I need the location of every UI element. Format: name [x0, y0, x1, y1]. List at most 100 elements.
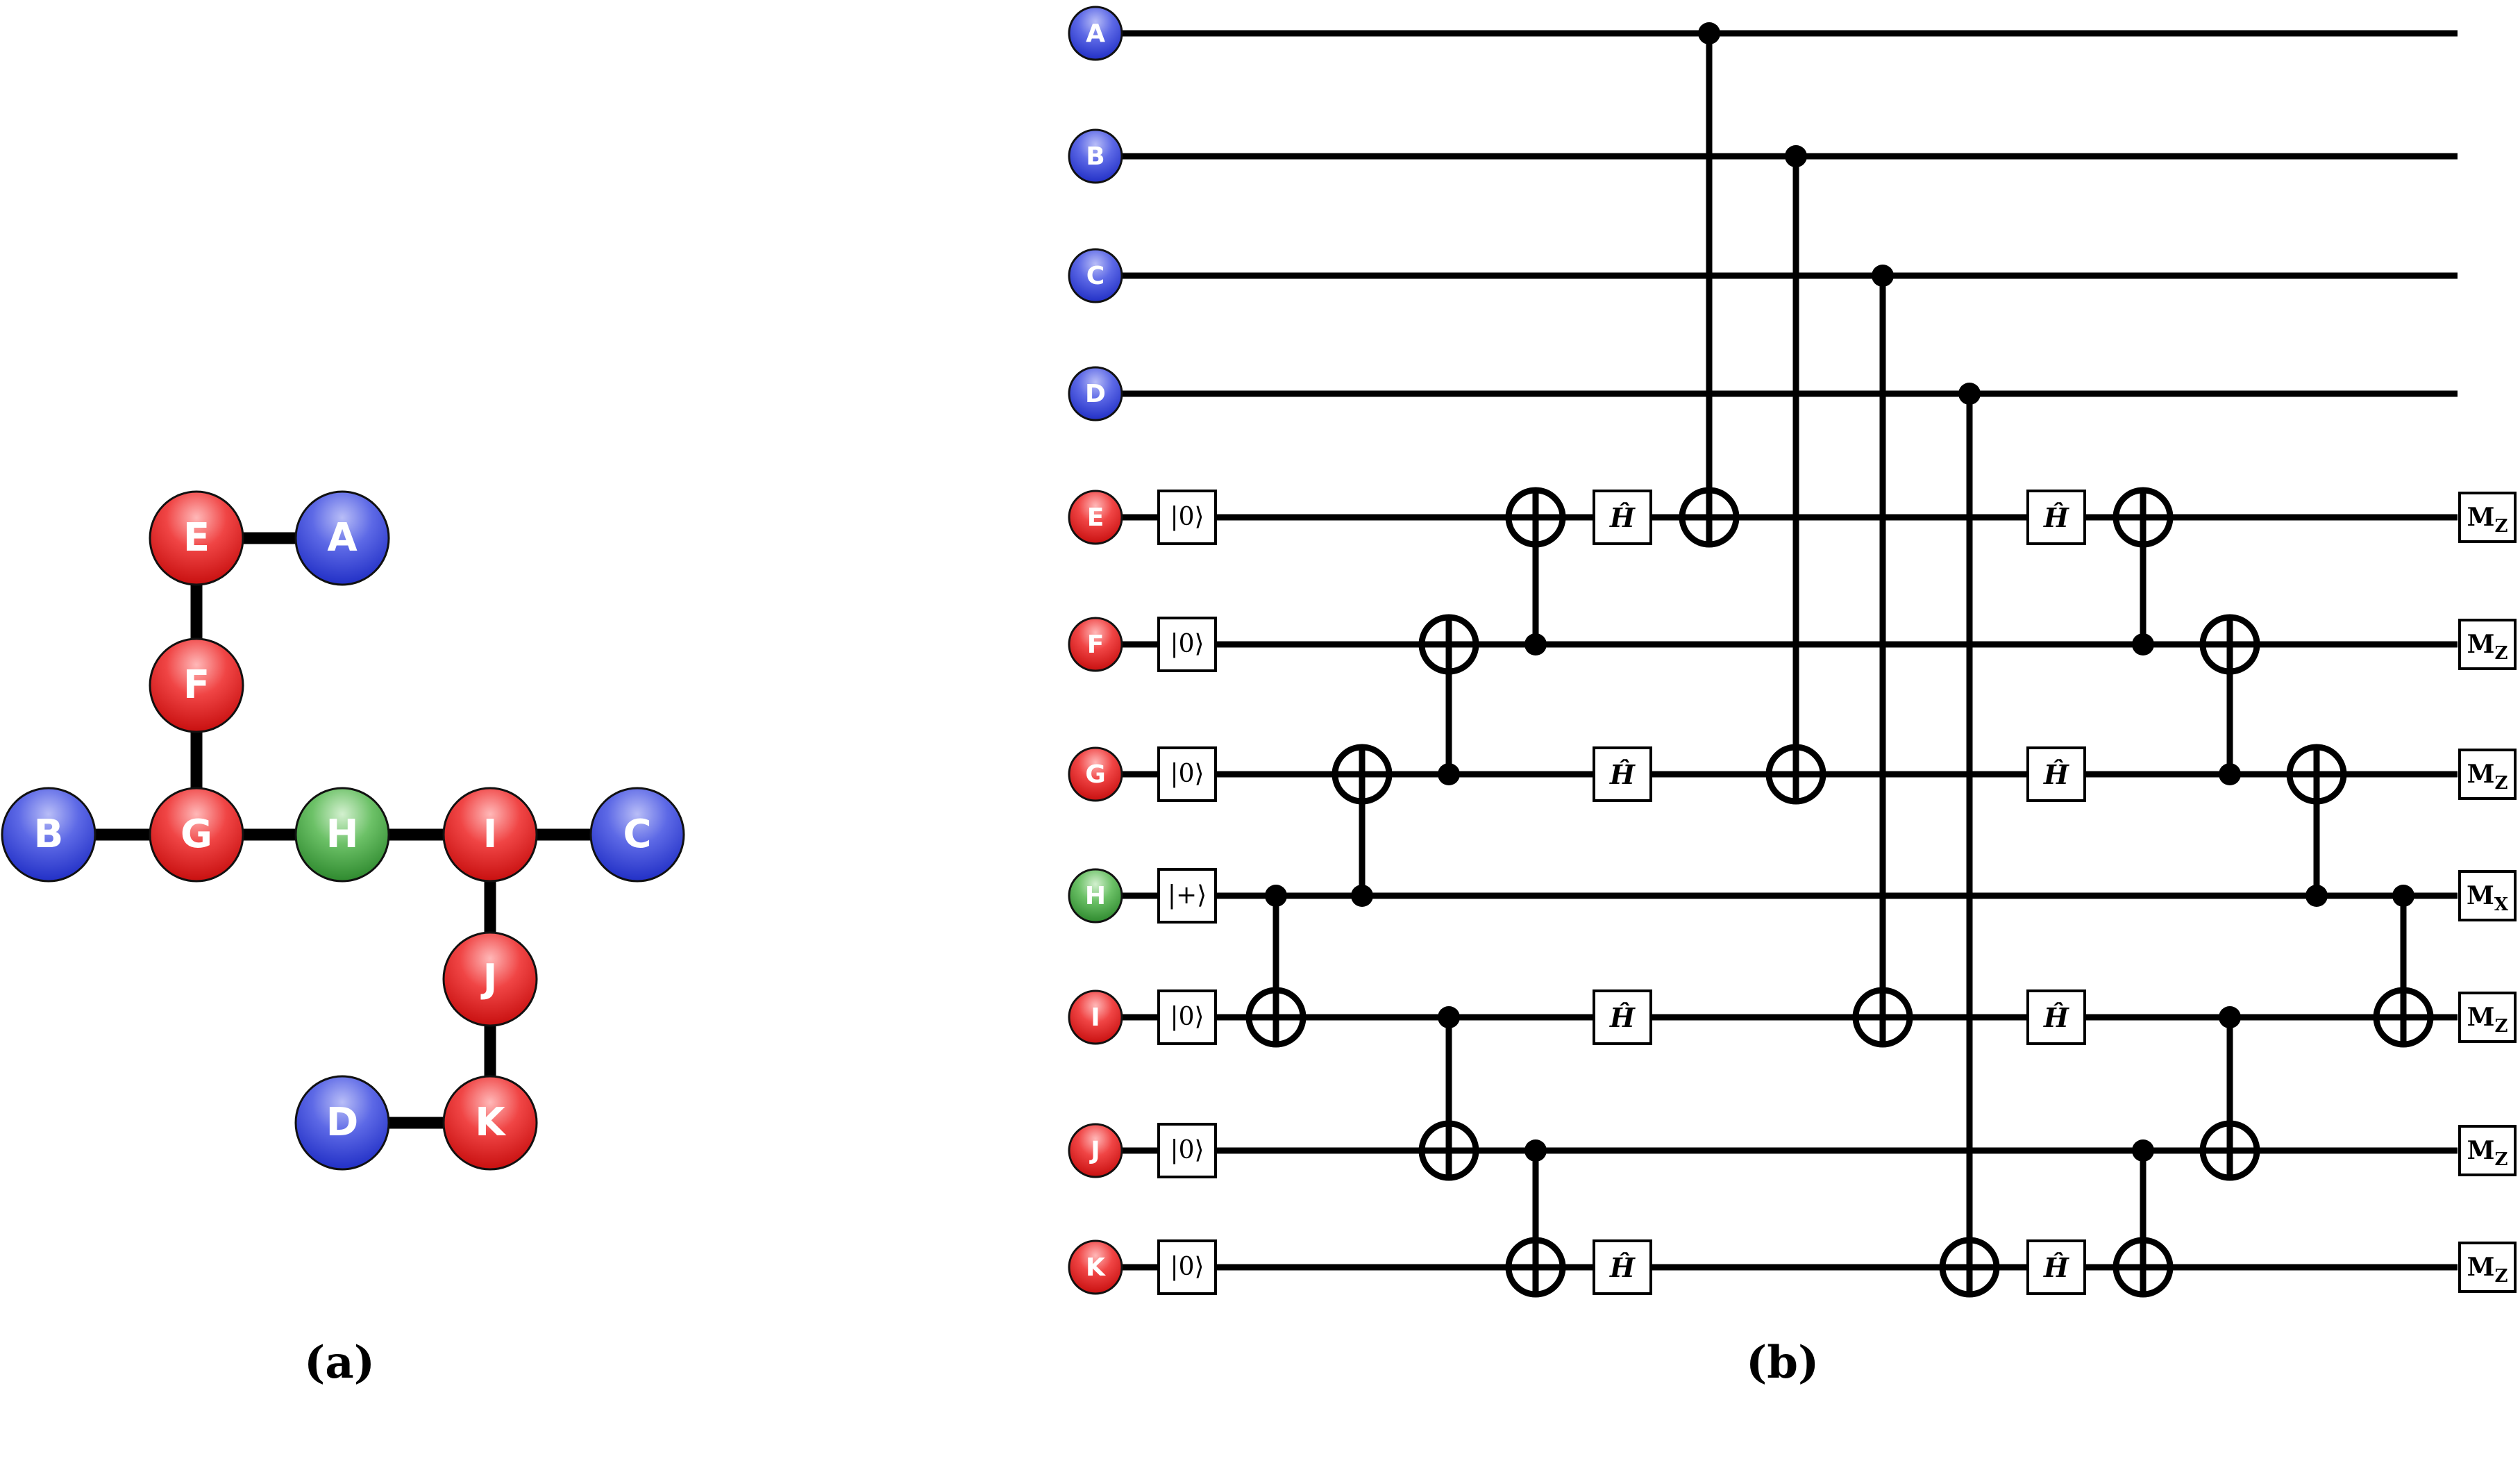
svg-text:MZ: MZ — [2467, 1003, 2508, 1037]
hadamard-gate-e: Ĥ — [2026, 490, 2086, 545]
wire-label-g: G — [1068, 746, 1123, 802]
graph-node-label: H — [326, 812, 359, 857]
wire-label-a: A — [1068, 6, 1123, 61]
graph-node-label: G — [180, 812, 212, 857]
graph-node-j: J — [442, 931, 538, 1027]
graph-node-label: D — [326, 1100, 358, 1145]
measure-k: MZ — [2458, 1242, 2517, 1293]
graph-node-label: J — [480, 956, 498, 1001]
svg-text:|0⟩: |0⟩ — [1170, 1003, 1204, 1031]
cnot-control-dot — [1698, 22, 1720, 44]
cnot-j-k — [1505, 1139, 1566, 1298]
svg-text:|0⟩: |0⟩ — [1170, 1136, 1204, 1164]
svg-text:MZ: MZ — [2467, 1253, 2508, 1287]
cnot-control-dot — [1524, 633, 1547, 655]
hadamard-gate-k: Ĥ — [2026, 1239, 2086, 1295]
svg-text:MZ: MZ — [2467, 760, 2508, 794]
svg-text:I: I — [1091, 1003, 1100, 1032]
measure-f: MZ — [2458, 619, 2517, 670]
hadamard-gate-g: Ĥ — [2026, 746, 2086, 802]
graph-node-a: A — [294, 490, 390, 586]
measure-g: MZ — [2458, 749, 2517, 800]
svg-text:E: E — [1087, 503, 1104, 532]
cnot-b-g — [1765, 145, 1826, 805]
svg-text:|0⟩: |0⟩ — [1170, 630, 1204, 658]
circuit-labels: A B C D E |0⟩ MZ F |0⟩ MZ G |0⟩ MZ H |+⟩ MX I |0⟩ MZ J |0⟩ MZ… — [1068, 6, 2517, 1295]
svg-text:Ĥ: Ĥ — [1609, 1002, 1636, 1033]
caption-a: (a) — [304, 1337, 376, 1389]
cnot-control-dot — [2305, 885, 2328, 907]
graph-node-i: I — [442, 787, 538, 883]
wire-label-j: J — [1068, 1123, 1123, 1178]
cnot-control-dot — [1351, 885, 1373, 907]
graph-node-h: H — [294, 787, 390, 883]
svg-text:MZ: MZ — [2467, 503, 2508, 537]
svg-text:Ĥ: Ĥ — [2043, 1252, 2069, 1283]
graph-node-e: E — [149, 490, 244, 586]
svg-text:MX: MX — [2467, 881, 2509, 915]
wire-label-f: F — [1068, 617, 1123, 672]
init-state-f: |0⟩ — [1157, 617, 1217, 672]
init-state-h: |+⟩ — [1157, 868, 1217, 924]
svg-text:Ĥ: Ĥ — [2043, 759, 2069, 790]
wire-label-i: I — [1068, 989, 1123, 1045]
wire-label-b: B — [1068, 128, 1123, 184]
svg-text:|0⟩: |0⟩ — [1170, 1253, 1204, 1281]
wire-label-h: H — [1068, 868, 1123, 924]
wire-label-e: E — [1068, 490, 1123, 545]
hadamard-gate-i: Ĥ — [1593, 989, 1652, 1045]
init-state-j: |0⟩ — [1157, 1123, 1217, 1178]
svg-text:D: D — [1085, 380, 1106, 408]
svg-text:Ĥ: Ĥ — [1609, 1252, 1636, 1283]
graph-node-d: D — [294, 1075, 390, 1171]
graph-node-c: C — [589, 787, 685, 883]
cnot-i-j — [2199, 1006, 2260, 1181]
graph-node-f: F — [149, 637, 244, 733]
svg-text:H: H — [1085, 882, 1106, 910]
cnot-i-j — [1418, 1006, 1479, 1181]
circuit-gates: Ĥ Ĥ Ĥ Ĥ Ĥ Ĥ Ĥ Ĥ — [1245, 22, 2434, 1298]
graph-node-label: F — [183, 662, 210, 708]
svg-text:F: F — [1087, 630, 1104, 659]
cnot-a-e — [1679, 22, 1740, 548]
hadamard-gate-k: Ĥ — [1593, 1239, 1652, 1295]
svg-text:K: K — [1086, 1253, 1106, 1282]
cnot-j-k — [2112, 1139, 2174, 1298]
measure-j: MZ — [2458, 1125, 2517, 1176]
cnot-control-dot — [1872, 265, 1894, 287]
svg-text:G: G — [1085, 760, 1106, 789]
svg-text:|+⟩: |+⟩ — [1168, 881, 1207, 910]
graph-node-label: I — [483, 812, 498, 857]
svg-text:Ĥ: Ĥ — [2043, 1002, 2069, 1033]
svg-text:B: B — [1086, 142, 1104, 171]
graph-node-b: B — [1, 787, 96, 883]
cnot-f-e — [2112, 487, 2174, 655]
measure-e: MZ — [2458, 492, 2517, 543]
cnot-h-g — [1332, 744, 1393, 907]
svg-text:Ĥ: Ĥ — [1609, 759, 1636, 790]
wire-label-c: C — [1068, 248, 1123, 303]
svg-text:J: J — [1089, 1137, 1100, 1165]
wire-label-d: D — [1068, 366, 1123, 421]
hadamard-gate-e: Ĥ — [1593, 490, 1652, 545]
cnot-control-dot — [2219, 763, 2241, 785]
measure-h: MX — [2458, 870, 2517, 921]
cnot-h-i — [1245, 885, 1307, 1048]
graph-node-label: A — [327, 515, 358, 560]
cnot-h-g — [2286, 744, 2347, 907]
graph-node-g: G — [149, 787, 244, 883]
graph-node-label: B — [34, 812, 64, 857]
init-state-k: |0⟩ — [1157, 1239, 1217, 1295]
graph-node-label: C — [623, 812, 651, 857]
hadamard-gate-g: Ĥ — [1593, 746, 1652, 802]
cnot-control-dot — [1958, 383, 1981, 405]
svg-text:MZ: MZ — [2467, 1136, 2508, 1170]
svg-text:|0⟩: |0⟩ — [1170, 760, 1204, 788]
svg-text:|0⟩: |0⟩ — [1170, 503, 1204, 531]
init-state-g: |0⟩ — [1157, 746, 1217, 802]
svg-text:Ĥ: Ĥ — [2043, 502, 2069, 533]
wire-label-k: K — [1068, 1239, 1123, 1295]
cnot-f-e — [1505, 487, 1566, 655]
caption-b: (b) — [1746, 1337, 1820, 1389]
